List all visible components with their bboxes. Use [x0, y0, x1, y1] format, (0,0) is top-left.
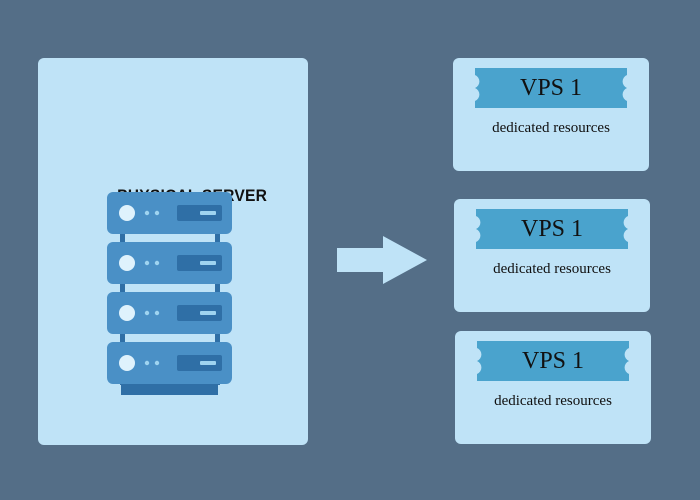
physical-server-panel: PHYSICAL SERVER — [38, 58, 308, 445]
vps-label: VPS 1 — [519, 75, 583, 101]
vps-card: VPS 1 dedicated resources — [455, 331, 651, 444]
vps-banner: VPS 1 — [475, 68, 627, 108]
vps-banner: VPS 1 — [477, 341, 629, 381]
vps-label: VPS 1 — [520, 216, 584, 242]
ribbon-banner-icon — [475, 68, 627, 108]
vps-card: VPS 1 dedicated resources — [454, 199, 650, 312]
vps-label: VPS 1 — [521, 348, 585, 374]
vps-banner: VPS 1 — [476, 209, 628, 249]
ribbon-banner-icon — [476, 209, 628, 249]
vps-card: VPS 1 dedicated resources — [453, 58, 649, 171]
vps-description: dedicated resources — [493, 261, 611, 277]
ribbon-banner-icon — [477, 341, 629, 381]
physical-server-title: PHYSICAL SERVER — [117, 186, 268, 205]
vps-description: dedicated resources — [492, 120, 610, 136]
vps-description: dedicated resources — [494, 393, 612, 409]
